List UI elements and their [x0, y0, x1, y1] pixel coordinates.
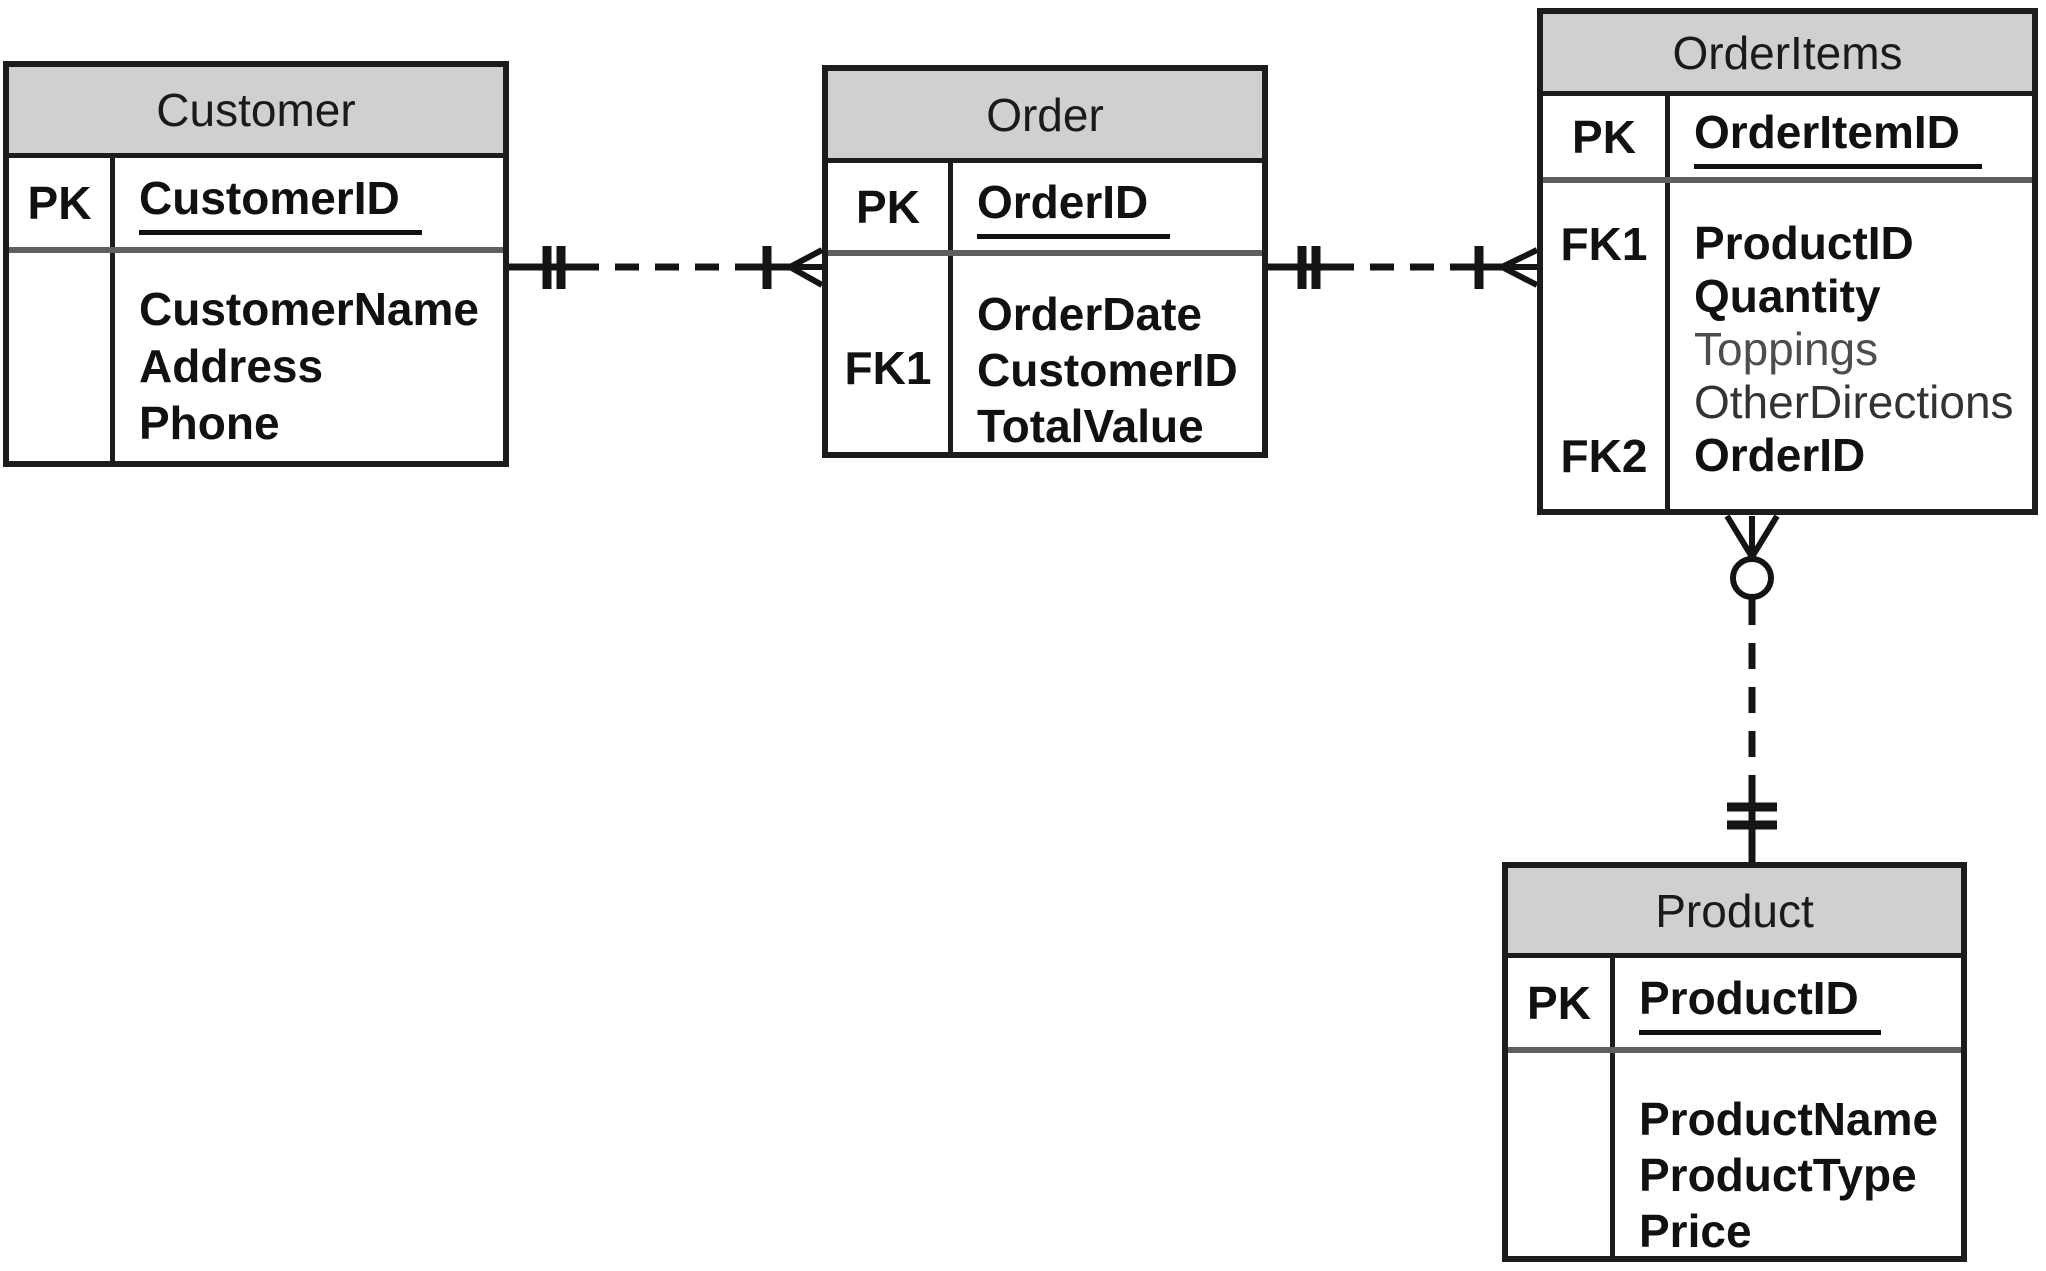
primary-key-row: PK CustomerID: [9, 158, 503, 253]
pk-attribute: OrderID: [977, 175, 1171, 239]
attribute: TotalValue: [977, 400, 1204, 452]
entity-customer-header: Customer: [9, 67, 503, 158]
relationship-orderitems-product: [1724, 514, 1780, 864]
attribute: OtherDirections: [1694, 376, 2014, 428]
entity-product: Product PK ProductID ProductName: [1502, 862, 1967, 1262]
attribute: ProductName: [1639, 1093, 1939, 1145]
relationship-customer-order: [509, 246, 824, 289]
attribute-section: FK1 OrderDate CustomerID TotalValue: [828, 256, 1262, 452]
attribute: Address: [139, 340, 324, 392]
attribute-section: CustomerName Address Phone: [9, 253, 503, 461]
pk-attribute: CustomerID: [139, 171, 422, 235]
attribute-section: FK1 FK2 ProductID Quantity Toppings Othe…: [1543, 183, 2032, 509]
key-label-cell: PK: [828, 163, 953, 250]
attribute: Quantity: [1694, 270, 1881, 322]
attribute: ProductType: [1639, 1149, 1917, 1201]
entity-customer: Customer PK CustomerID CustomerName: [3, 61, 509, 467]
attribute: ProductID: [1694, 217, 1914, 269]
crows-foot-many-icon: [1724, 514, 1780, 559]
pk-label: PK: [27, 176, 92, 229]
pk-label: PK: [1572, 110, 1636, 163]
crows-foot-many-icon: [1500, 247, 1539, 288]
entity-orderitems: OrderItems PK OrderItemID FK1 FK2: [1537, 8, 2038, 515]
key-label-cell: PK: [9, 158, 115, 247]
pk-label: PK: [856, 180, 920, 233]
one-and-only-one-icon: [542, 246, 566, 289]
pk-label: PK: [1527, 976, 1591, 1029]
attribute: Phone: [139, 397, 280, 449]
attribute: CustomerID: [977, 344, 1238, 396]
pk-attribute: ProductID: [1639, 971, 1881, 1035]
entity-order-header: Order: [828, 71, 1262, 163]
attribute: CustomerName: [139, 283, 479, 335]
one-and-only-one-icon: [1297, 246, 1321, 289]
key-label: FK1: [844, 342, 932, 395]
attribute: Toppings: [1694, 323, 1879, 375]
attribute: OrderID: [1694, 429, 1866, 481]
entity-title: Order: [986, 88, 1104, 141]
relationship-order-orderitems: [1268, 246, 1539, 289]
entity-orderitems-header: OrderItems: [1543, 14, 2032, 96]
entity-order: Order PK OrderID FK1 OrderDate Cus: [822, 65, 1268, 458]
key-label-cell: PK: [1508, 958, 1615, 1047]
entity-title: OrderItems: [1672, 26, 1903, 79]
entity-title: Product: [1655, 884, 1814, 937]
attribute: Price: [1639, 1205, 1752, 1257]
primary-key-row: PK OrderItemID: [1543, 96, 2032, 183]
key-label: FK2: [1560, 430, 1648, 482]
primary-key-row: PK OrderID: [828, 163, 1262, 256]
primary-key-row: PK ProductID: [1508, 958, 1961, 1053]
entity-product-header: Product: [1508, 868, 1961, 958]
key-label-cell: PK: [1543, 96, 1670, 177]
attribute-section: ProductName ProductType Price: [1508, 1053, 1961, 1257]
zero-circle-icon: [1730, 556, 1774, 600]
entity-title: Customer: [156, 84, 356, 136]
one-and-only-one-icon: [1727, 802, 1777, 830]
key-label: FK1: [1560, 218, 1648, 270]
pk-attribute: OrderItemID: [1694, 105, 1982, 169]
attribute: OrderDate: [977, 288, 1202, 340]
crows-foot-many-icon: [788, 247, 824, 288]
